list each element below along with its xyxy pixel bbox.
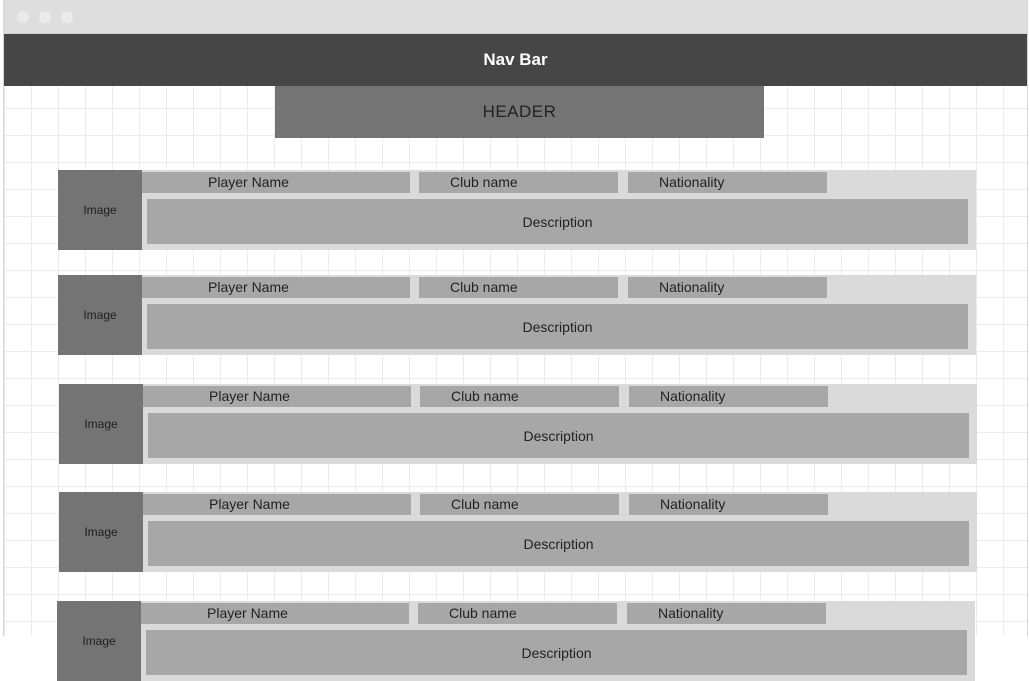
nationality-field: Nationality bbox=[629, 386, 828, 407]
player-image: Image bbox=[58, 170, 142, 250]
description-field: Description bbox=[148, 521, 969, 566]
player-card[interactable]: Image Player Name Club name Nationality … bbox=[59, 492, 977, 572]
player-name-field: Player Name bbox=[142, 172, 410, 193]
club-name-field: Club name bbox=[420, 494, 619, 515]
club-name-field: Club name bbox=[419, 172, 618, 193]
nationality-field: Nationality bbox=[628, 172, 827, 193]
player-name-field: Player Name bbox=[143, 494, 411, 515]
player-name-field: Player Name bbox=[141, 603, 409, 624]
nationality-field: Nationality bbox=[627, 603, 826, 624]
player-card[interactable]: Image Player Name Club name Nationality … bbox=[58, 275, 976, 355]
player-image: Image bbox=[57, 601, 141, 681]
window-titlebar bbox=[4, 0, 1027, 34]
player-name-field: Player Name bbox=[143, 386, 411, 407]
description-field: Description bbox=[147, 199, 968, 244]
player-name-field: Player Name bbox=[142, 277, 410, 298]
nav-bar-title: Nav Bar bbox=[483, 50, 548, 69]
page-header-title: HEADER bbox=[482, 102, 557, 121]
description-field: Description bbox=[146, 630, 967, 675]
club-name-field: Club name bbox=[419, 277, 618, 298]
close-window-icon[interactable] bbox=[17, 11, 29, 23]
description-field: Description bbox=[148, 413, 969, 458]
minimize-window-icon[interactable] bbox=[39, 11, 51, 23]
club-name-field: Club name bbox=[418, 603, 617, 624]
player-card[interactable]: Image Player Name Club name Nationality … bbox=[58, 170, 976, 250]
club-name-field: Club name bbox=[420, 386, 619, 407]
player-image: Image bbox=[58, 275, 142, 355]
page-header: HEADER bbox=[275, 86, 764, 138]
nav-bar[interactable]: Nav Bar bbox=[4, 34, 1027, 86]
player-card[interactable]: Image Player Name Club name Nationality … bbox=[59, 384, 977, 464]
browser-window: Nav Bar HEADER Image Player Name Club na… bbox=[3, 0, 1028, 681]
maximize-window-icon[interactable] bbox=[61, 11, 73, 23]
description-field: Description bbox=[147, 304, 968, 349]
player-image: Image bbox=[59, 492, 143, 572]
player-card[interactable]: Image Player Name Club name Nationality … bbox=[57, 601, 975, 681]
nationality-field: Nationality bbox=[628, 277, 827, 298]
nationality-field: Nationality bbox=[629, 494, 828, 515]
player-image: Image bbox=[59, 384, 143, 464]
